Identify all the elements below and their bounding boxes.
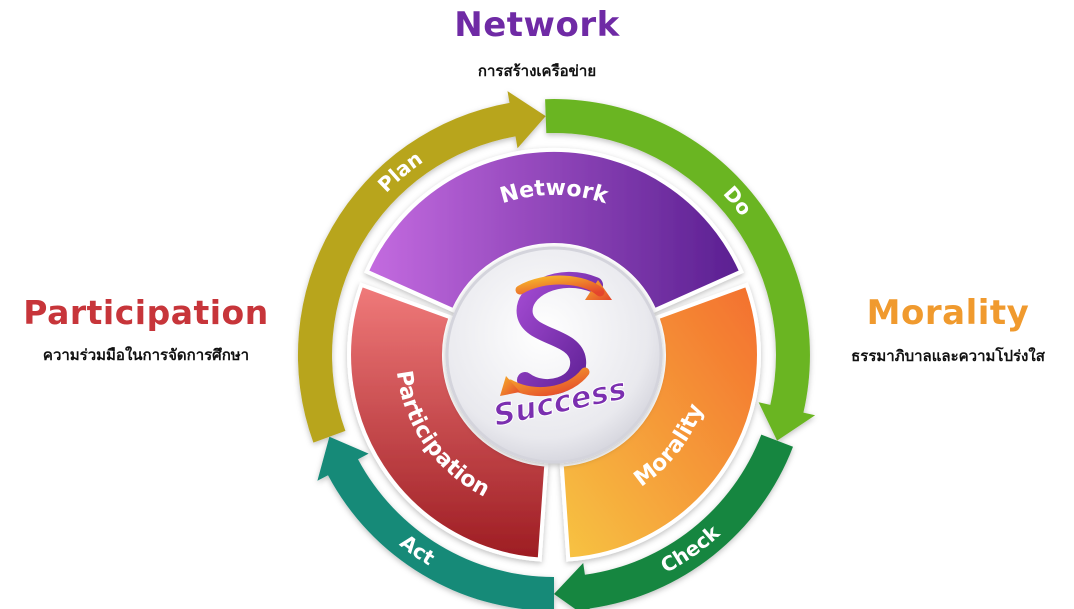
do-arrow (545, 99, 816, 441)
morality-subtitle: ธรรมาภิบาลและความโปร่งใส (851, 347, 1045, 365)
participation-heading-block: Participation ความร่วมมือในการจัดการศึกษ… (0, 296, 292, 367)
network-subtitle: การสร้างเครือข่าย (477, 62, 597, 80)
network-segment (364, 147, 744, 313)
check-arrow (554, 434, 793, 609)
participation-segment (347, 282, 549, 562)
network-heading: Network (454, 5, 620, 45)
plan-arrow (297, 91, 546, 443)
participation-subtitle: ความร่วมมือในการจัดการศึกษา (42, 346, 250, 364)
network-heading-block: Network การสร้างเครือข่าย (437, 8, 637, 83)
morality-segment (559, 282, 761, 562)
center-circle (445, 246, 663, 464)
participation-heading: Participation (23, 293, 269, 332)
act-arrow (317, 436, 554, 609)
success-logo-icon (500, 271, 612, 397)
morality-heading-block: Morality ธรรมาภิบาลและความโปร่งใส (828, 296, 1068, 368)
morality-heading: Morality (866, 293, 1030, 333)
center-hub: Success (445, 246, 663, 464)
